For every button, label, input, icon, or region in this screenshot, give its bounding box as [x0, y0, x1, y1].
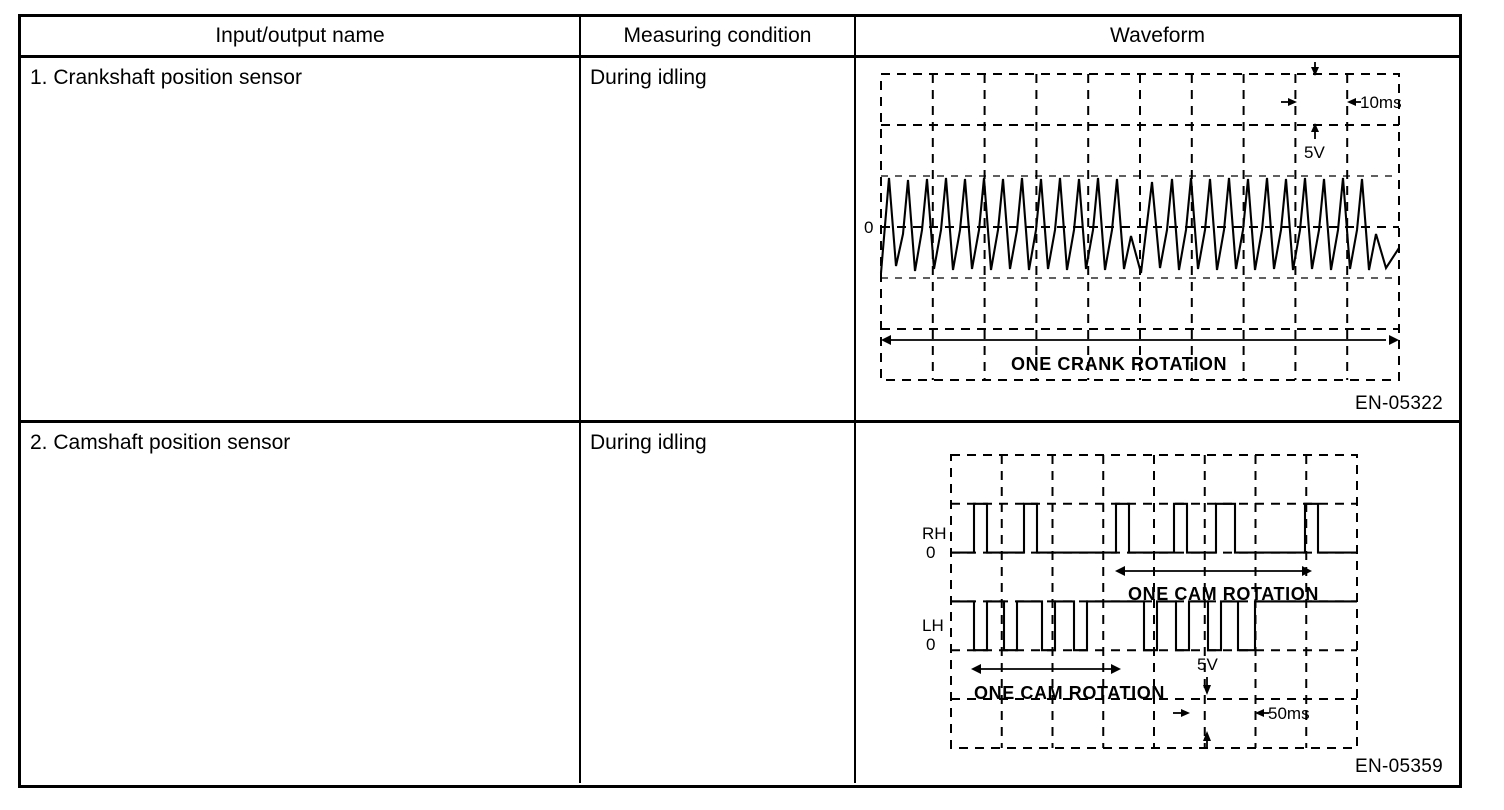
header-measuring-condition: Measuring condition: [623, 24, 812, 47]
cam-rh-trace: [951, 502, 1357, 554]
crank-grid: [880, 73, 1400, 381]
crankshaft-oscilloscope: 0 5V: [856, 58, 1459, 420]
crank-volts-label: 5V: [1304, 143, 1325, 162]
cam-scale-indicator: 5V 50ms: [1173, 655, 1310, 748]
cam-lh-trace: [951, 600, 1357, 652]
row-2-sensor-name: 2. Camshaft position sensor: [30, 431, 291, 454]
cam-rh-zero-label: 0: [926, 543, 935, 562]
crank-zero-label: 0: [864, 218, 873, 237]
crank-time-label: 10ms: [1360, 93, 1402, 112]
table-row: 2. Camshaft position sensor During idlin…: [21, 423, 1459, 783]
row-2-condition-cell: During idling: [581, 423, 856, 783]
row-2-waveform-code: EN-05359: [1355, 756, 1443, 777]
cam-volts-label: 5V: [1197, 655, 1218, 674]
crank-scale-indicator: 5V 10ms: [1281, 62, 1402, 162]
row-2-name-cell: 2. Camshaft position sensor: [21, 423, 581, 783]
row-1-waveform-code: EN-05322: [1355, 393, 1443, 414]
header-input-output-name: Input/output name: [215, 24, 385, 47]
camshaft-oscilloscope: RH 0 ONE CAM ROTATION: [856, 423, 1459, 783]
header-cell-waveform: Waveform: [856, 17, 1459, 55]
crank-rotation-span: ONE CRANK ROTATION: [881, 335, 1399, 374]
crankshaft-waveform-svg: 0 5V: [864, 62, 1402, 381]
crank-rotation-label: ONE CRANK ROTATION: [1011, 354, 1227, 374]
header-waveform: Waveform: [1110, 24, 1205, 47]
cam-lh-rotation-span: ONE CAM ROTATION: [971, 664, 1165, 703]
table-row: 1. Crankshaft position sensor During idl…: [21, 58, 1459, 423]
row-1-name-cell: 1. Crankshaft position sensor: [21, 58, 581, 420]
cam-lh-label: LH: [922, 616, 944, 635]
table-header-row: Input/output name Measuring condition Wa…: [21, 17, 1459, 58]
header-cell-condition: Measuring condition: [581, 17, 856, 55]
cam-rh-rotation-span: ONE CAM ROTATION: [1115, 566, 1319, 604]
row-1-condition-cell: During idling: [581, 58, 856, 420]
cam-lh-rotation-label: ONE CAM ROTATION: [974, 683, 1165, 703]
crank-signal-trace: [879, 177, 1400, 274]
header-cell-name: Input/output name: [21, 17, 581, 55]
cam-time-label: 50ms: [1268, 704, 1310, 723]
cam-rh-rotation-label: ONE CAM ROTATION: [1128, 584, 1319, 604]
cam-lh-zero-label: 0: [926, 635, 935, 654]
cam-rh-label: RH: [922, 524, 947, 543]
row-1-waveform-cell: 0 5V: [856, 58, 1459, 420]
row-1-sensor-name: 1. Crankshaft position sensor: [30, 66, 302, 89]
camshaft-waveform-svg: RH 0 ONE CAM ROTATION: [922, 454, 1358, 749]
row-1-condition: During idling: [590, 66, 707, 89]
waveform-table: Input/output name Measuring condition Wa…: [18, 14, 1462, 788]
row-2-waveform-cell: RH 0 ONE CAM ROTATION: [856, 423, 1459, 783]
row-2-condition: During idling: [590, 431, 707, 454]
